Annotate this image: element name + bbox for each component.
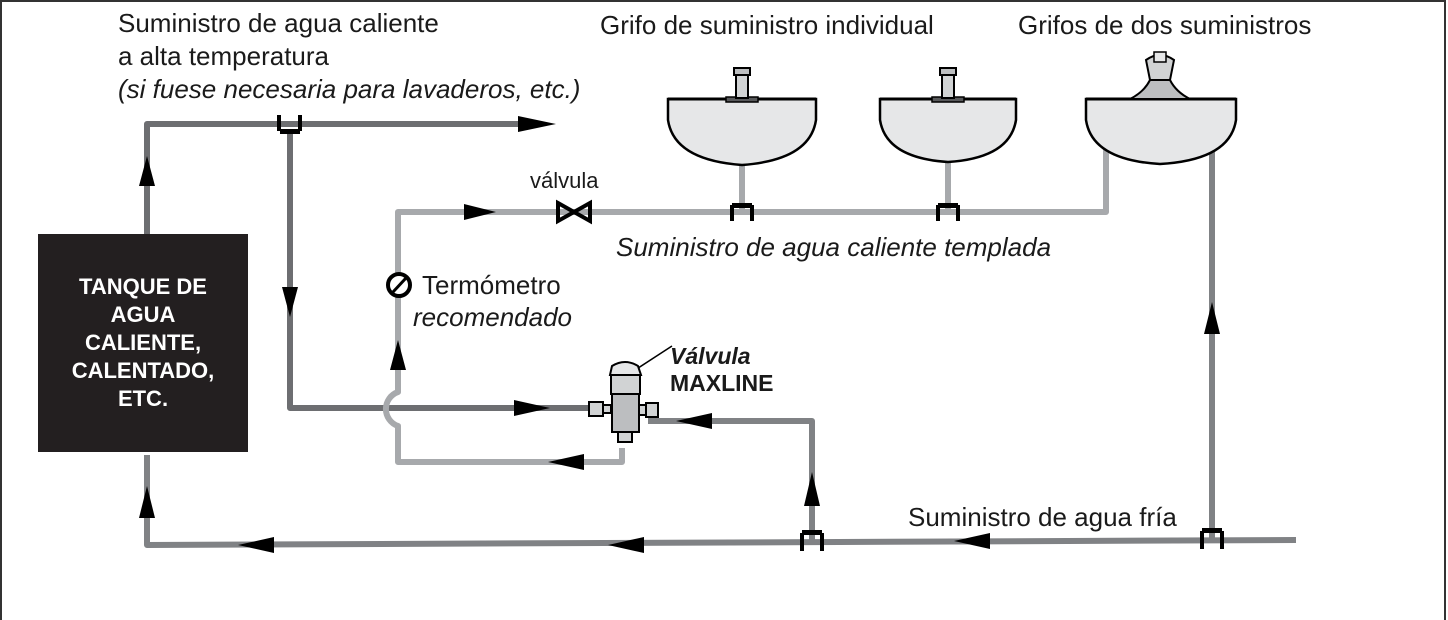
- arrow-up-icon: [1204, 302, 1220, 334]
- junction-cold-2: [1202, 528, 1222, 533]
- junctions: [277, 115, 1224, 551]
- arrow-left-icon: [238, 537, 274, 553]
- tank-label-line: AGUA: [110, 302, 176, 327]
- tank-label-line: TANQUE DE: [79, 274, 207, 299]
- dual-taps-label: Grifos de dos suministros: [1018, 10, 1312, 40]
- arrow-right-icon: [518, 116, 556, 132]
- arrow-left-icon: [608, 537, 644, 553]
- cold-pipes: [144, 137, 1297, 548]
- hot-water-tank: TANQUE DE AGUA CALIENTE, CALENTADO, ETC.: [38, 234, 248, 452]
- arrow-right-icon: [464, 204, 496, 220]
- junction-sink2: [938, 203, 958, 208]
- arrow-down-icon: [282, 287, 298, 317]
- sink-single-2-icon: [878, 67, 1018, 164]
- junction-cold-1: [800, 533, 804, 551]
- cold-supply-label: Suministro de agua fría: [908, 502, 1177, 532]
- hot-supply-label: Suministro de agua caliente: [118, 8, 439, 38]
- valve-icon: [556, 199, 592, 225]
- maxline-valve-icon: [588, 345, 673, 443]
- maxline-label: Válvula: [670, 343, 751, 369]
- hot-pipe-branch-down: [287, 130, 612, 411]
- junction-sink2: [936, 205, 940, 221]
- sink-dual-icon: [1084, 51, 1238, 166]
- maxline-label-2: MAXLINE: [670, 370, 774, 396]
- tempered-supply-label: Suministro de agua caliente templada: [616, 232, 1052, 262]
- arrow-left-icon: [548, 454, 584, 470]
- flow-arrows: [139, 116, 1220, 553]
- junction-sink1: [750, 205, 754, 221]
- junction-hot-top: [298, 115, 302, 131]
- arrow-up-icon: [139, 486, 155, 518]
- hot-pipe-tank-up: [144, 121, 540, 236]
- junction-cold-1: [802, 530, 822, 535]
- junction-hot-top: [280, 129, 300, 134]
- junction-cold-1: [820, 533, 824, 551]
- single-tap-label: Grifo de suministro individual: [600, 10, 934, 40]
- arrow-left-icon: [954, 533, 990, 549]
- tank-label-line: CALIENTE,: [84, 330, 202, 355]
- hot-supply-note: (si fuese necesaria para lavaderos, etc.…: [118, 74, 581, 104]
- arrow-right-icon: [514, 400, 550, 416]
- tempered-pipe-main: [382, 125, 1109, 465]
- hot-pipes: [144, 121, 612, 411]
- cold-pipe-to-valve: [648, 418, 815, 540]
- junction-sink1: [732, 203, 752, 208]
- cold-pipe-main: [144, 455, 1297, 548]
- junction-cold-2: [1220, 531, 1224, 549]
- arrow-up-icon: [139, 156, 155, 186]
- junction-cold-2: [1200, 531, 1204, 549]
- tank-label-line: ETC.: [117, 386, 169, 411]
- sink-single-1-icon: [666, 67, 818, 167]
- junction-sink1: [730, 205, 734, 221]
- junction-hot-top: [277, 115, 281, 131]
- arrow-up-icon: [804, 472, 820, 506]
- thermometer-icon: [386, 272, 412, 298]
- junction-sink2: [956, 205, 960, 221]
- hot-supply-label-2: a alta temperatura: [118, 41, 330, 71]
- valve-label: válvula: [530, 168, 599, 193]
- arrow-up-icon: [390, 340, 406, 370]
- tank-label-line: CALENTADO,: [71, 358, 215, 383]
- thermometer-note: recomendado: [413, 302, 572, 332]
- arrow-left-icon: [676, 413, 712, 429]
- thermometer-label: Termómetro: [422, 270, 561, 300]
